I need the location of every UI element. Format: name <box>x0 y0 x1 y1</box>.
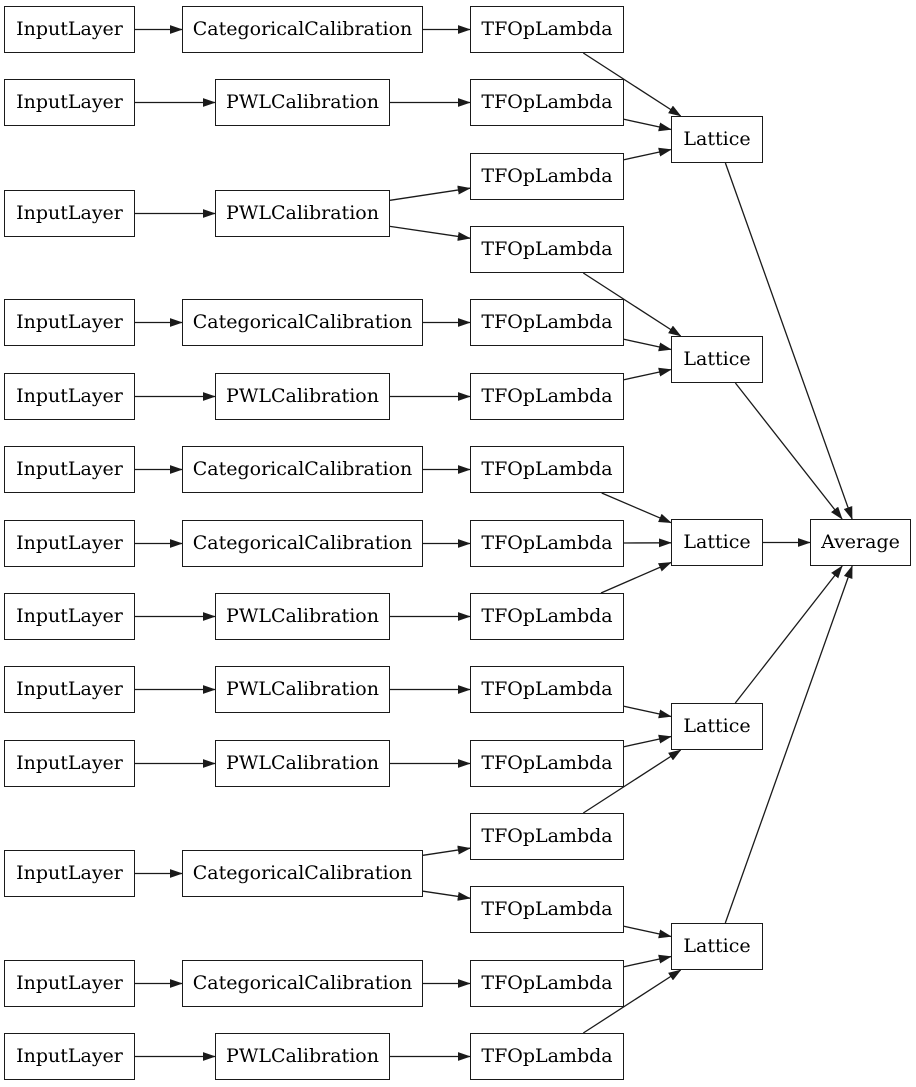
tfoplambda-node: TFOpLambda <box>470 960 624 1007</box>
tfoplambda-node: TFOpLambda <box>470 666 624 713</box>
edge-t7-to-lat3 <box>601 492 672 524</box>
categoricalcalibration-node: CategoricalCalibration <box>182 850 423 897</box>
edge-t11-to-lat4 <box>623 734 672 748</box>
inputlayer-node: InputLayer <box>4 960 135 1007</box>
inputlayer-node: InputLayer <box>4 190 135 237</box>
inputlayer-node: InputLayer <box>4 299 135 346</box>
lattice-node: Lattice <box>671 923 763 970</box>
edge-lat4-to-avg <box>734 565 843 704</box>
edge-t1-to-lat1 <box>582 52 682 117</box>
pwlcalibration-node: PWLCalibration <box>215 190 390 237</box>
edge-t2-to-lat1 <box>623 118 672 132</box>
lattice-node: Lattice <box>671 519 763 566</box>
inputlayer-node: InputLayer <box>4 446 135 493</box>
tfoplambda-node: TFOpLambda <box>470 226 624 273</box>
edge-t12-to-lat4 <box>582 749 682 814</box>
tfoplambda-node: TFOpLambda <box>470 520 624 567</box>
categoricalcalibration-node: CategoricalCalibration <box>182 299 423 346</box>
pwlcalibration-node: PWLCalibration <box>215 666 390 713</box>
categoricalcalibration-node: CategoricalCalibration <box>182 446 423 493</box>
edge-lat5-to-avg <box>724 565 853 924</box>
inputlayer-node: InputLayer <box>4 850 135 897</box>
pwlcalibration-node: PWLCalibration <box>215 740 390 787</box>
tfoplambda-node: TFOpLambda <box>470 299 624 346</box>
edge-lat1-to-avg <box>724 162 853 520</box>
tfoplambda-node: TFOpLambda <box>470 6 624 53</box>
edge-lat2-to-avg <box>734 382 843 520</box>
edge-t14-to-lat5 <box>623 954 672 968</box>
inputlayer-node: InputLayer <box>4 79 135 126</box>
edge-c3-to-t3 <box>389 185 471 201</box>
inputlayer-node: InputLayer <box>4 593 135 640</box>
tfoplambda-node: TFOpLambda <box>470 79 624 126</box>
inputlayer-node: InputLayer <box>4 520 135 567</box>
tfoplambda-node: TFOpLambda <box>470 153 624 200</box>
edge-t5-to-lat2 <box>623 338 672 352</box>
categoricalcalibration-node: CategoricalCalibration <box>182 960 423 1007</box>
average-node: Average <box>810 519 911 566</box>
categoricalcalibration-node: CategoricalCalibration <box>182 6 423 53</box>
edge-c3-to-t4 <box>389 225 471 241</box>
inputlayer-node: InputLayer <box>4 373 135 420</box>
edge-t9-to-lat3 <box>600 561 672 594</box>
inputlayer-node: InputLayer <box>4 1033 135 1080</box>
tfoplambda-node: TFOpLambda <box>470 1033 624 1080</box>
pwlcalibration-node: PWLCalibration <box>215 593 390 640</box>
categoricalcalibration-node: CategoricalCalibration <box>182 520 423 567</box>
tfoplambda-node: TFOpLambda <box>470 886 624 933</box>
tfoplambda-node: TFOpLambda <box>470 740 624 787</box>
edge-t4-to-lat2 <box>582 272 682 337</box>
edge-c11-to-t13 <box>422 890 471 901</box>
edge-t6-to-lat2 <box>623 367 672 381</box>
tfoplambda-node: TFOpLambda <box>470 446 624 493</box>
inputlayer-node: InputLayer <box>4 6 135 53</box>
tfoplambda-node: TFOpLambda <box>470 593 624 640</box>
edge-t15-to-lat5 <box>582 969 682 1034</box>
pwlcalibration-node: PWLCalibration <box>215 1033 390 1080</box>
lattice-node: Lattice <box>671 116 763 163</box>
tfoplambda-node: TFOpLambda <box>470 813 624 860</box>
lattice-node: Lattice <box>671 703 763 750</box>
edge-t10-to-lat4 <box>623 705 672 719</box>
edge-t13-to-lat5 <box>623 925 672 939</box>
edge-c11-to-t12 <box>422 845 471 856</box>
lattice-node: Lattice <box>671 336 763 383</box>
inputlayer-node: InputLayer <box>4 740 135 787</box>
inputlayer-node: InputLayer <box>4 666 135 713</box>
tfoplambda-node: TFOpLambda <box>470 373 624 420</box>
pwlcalibration-node: PWLCalibration <box>215 79 390 126</box>
pwlcalibration-node: PWLCalibration <box>215 373 390 420</box>
edge-t3-to-lat1 <box>623 147 672 161</box>
